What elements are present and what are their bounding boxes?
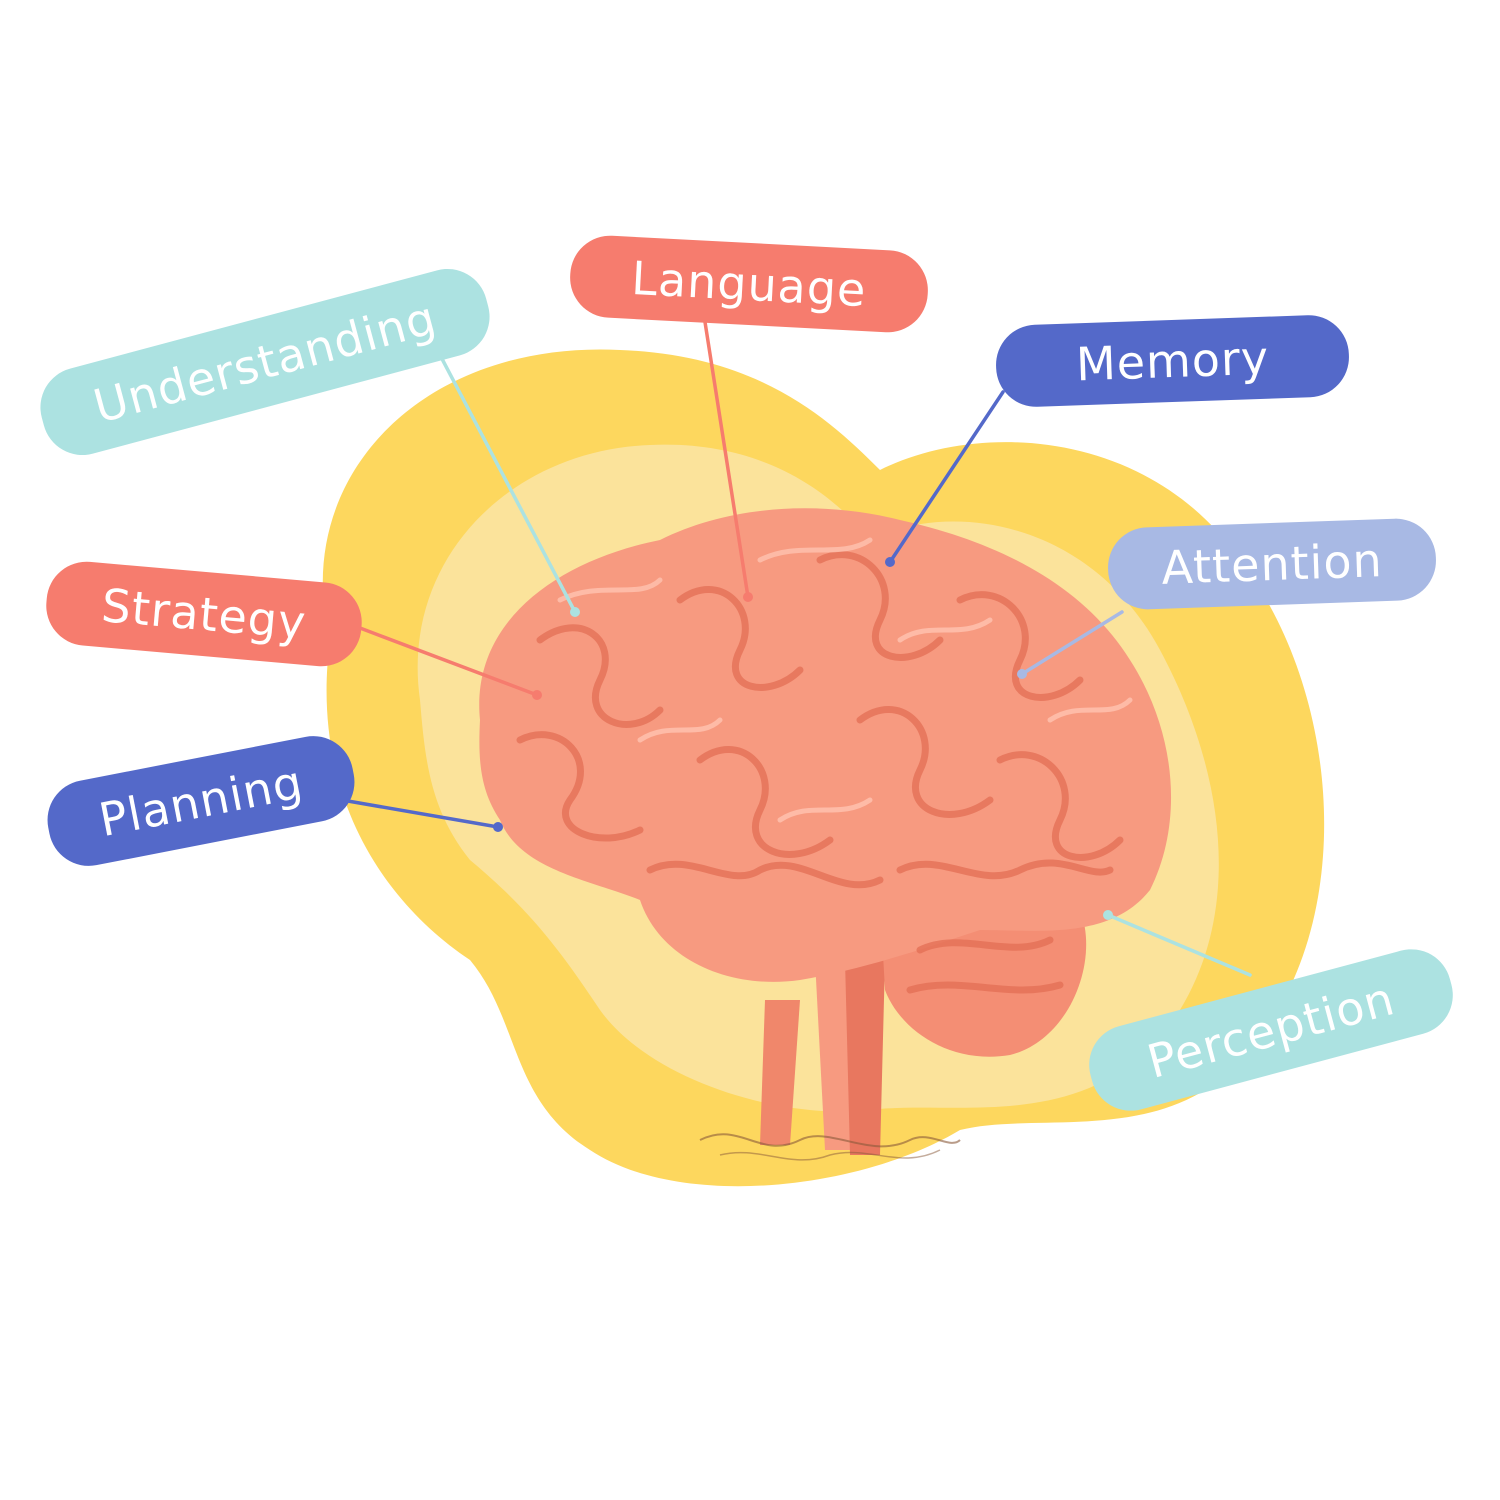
brain-stem — [699, 960, 961, 1161]
cerebrum — [479, 508, 1172, 982]
connector-language — [703, 320, 750, 599]
label-attention: Attention — [1106, 517, 1438, 611]
connector-planning — [340, 798, 500, 829]
connector-strategy — [358, 626, 539, 697]
connector-perception — [1106, 913, 1252, 977]
connector-understanding — [438, 353, 577, 614]
connector-dots — [493, 557, 1113, 920]
connector-memory — [888, 390, 1005, 564]
connector-lines — [340, 320, 1252, 977]
connector-attention — [1020, 610, 1124, 676]
label-memory: Memory — [994, 313, 1351, 409]
brain — [479, 508, 1172, 1057]
